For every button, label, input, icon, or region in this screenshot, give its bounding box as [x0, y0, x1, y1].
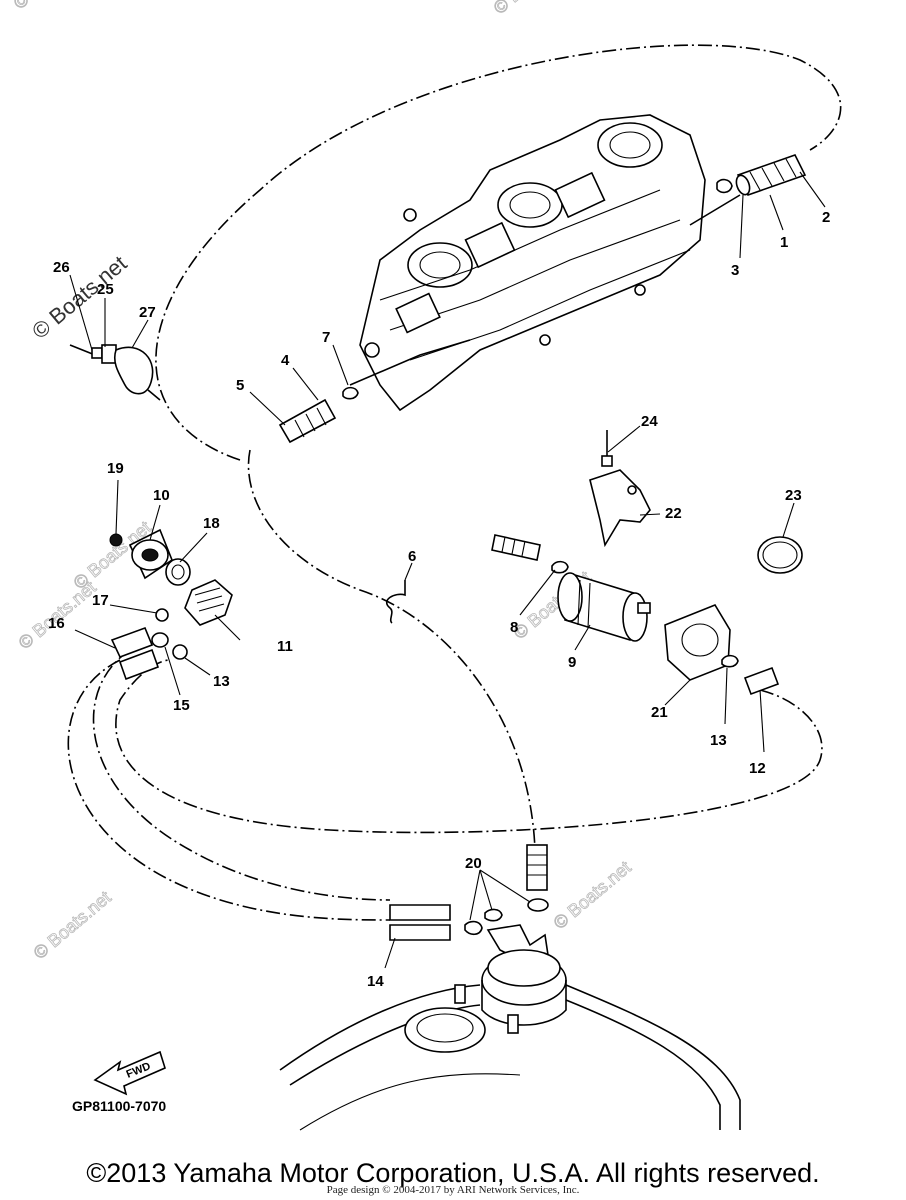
callout-18: 18 — [203, 515, 220, 532]
callout-10: 10 — [153, 487, 170, 504]
callout-2: 2 — [822, 209, 830, 226]
callout-1: 1 — [780, 234, 788, 251]
fuel-filter — [491, 534, 651, 642]
callout-14: 14 — [367, 973, 384, 990]
copyright-notice: ©2013 Yamaha Motor Corporation, U.S.A. A… — [86, 1158, 820, 1188]
callout-20: 20 — [465, 855, 482, 872]
callout-3: 3 — [731, 262, 739, 279]
callout-15: 15 — [173, 697, 190, 714]
callout-13: 13 — [710, 732, 727, 749]
hose-15-16 — [110, 626, 169, 681]
carburetor-assembly — [359, 114, 706, 412]
callout-24: 24 — [641, 413, 658, 430]
callout-16: 16 — [48, 615, 65, 632]
callout-8: 8 — [510, 619, 518, 636]
watermark: © Boats.net — [550, 857, 635, 933]
callout-21: 21 — [651, 704, 668, 721]
design-credit: Page design © 2004-2017 by ARI Network S… — [326, 1184, 580, 1196]
callout-11: 11 — [277, 638, 293, 655]
callout-27: 27 — [139, 304, 156, 321]
watermark: © Boats.net — [30, 887, 115, 963]
leader-lines — [69, 171, 826, 969]
callout-25: 25 — [97, 281, 114, 298]
fuel-tank-pickup — [389, 844, 567, 1026]
watermark: © Boats.net — [27, 251, 131, 344]
fuel-valve-assembly — [109, 528, 233, 660]
hose-clamp-27 — [69, 344, 161, 401]
clip-6 — [385, 580, 406, 624]
callout-26: 26 — [53, 259, 70, 276]
hose-12 — [721, 654, 780, 696]
filter-bracket — [664, 604, 731, 681]
callout-22: 22 — [665, 505, 682, 522]
fwd-arrow-icon: FWD — [93, 1050, 166, 1096]
band-23 — [757, 536, 803, 574]
callout-5: 5 — [236, 377, 244, 394]
hose-4-5 — [278, 339, 471, 444]
callout-4: 4 — [281, 352, 290, 369]
callout-17: 17 — [92, 592, 109, 609]
watermark: © Boats.net — [10, 0, 95, 13]
watermark: © Boats.net — [490, 0, 575, 18]
callout-13: 13 — [213, 673, 230, 690]
bracket-22 — [589, 430, 651, 548]
callout-6: 6 — [408, 548, 416, 565]
callout-numbers: 1 2 3 4 5 6 7 8 9 10 11 12 13 13 14 15 1… — [48, 209, 830, 990]
callout-23: 23 — [785, 487, 802, 504]
hose-routing-lines — [67, 44, 842, 921]
callout-12: 12 — [749, 760, 766, 777]
callout-9: 9 — [568, 654, 576, 671]
fuel-tank — [279, 984, 741, 1131]
callout-19: 19 — [107, 460, 124, 477]
watermarks: © Boats.net © Boats.net © Boats.net © Bo… — [9, 0, 635, 963]
callout-7: 7 — [322, 329, 330, 346]
hose-1-2 — [689, 154, 807, 226]
diagram-part-code: GP81100-7070 — [72, 1098, 167, 1114]
